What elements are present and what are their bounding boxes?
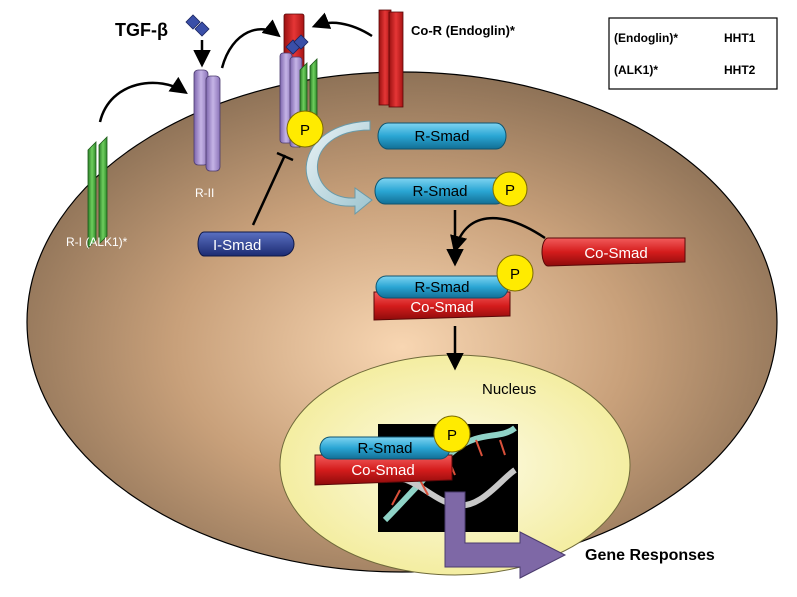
inhibition-line — [251, 154, 287, 226]
phospho-label-complex: P — [510, 266, 520, 283]
bound-ligand-icon — [285, 34, 309, 55]
endoglin-to-complex-arrow — [311, 12, 373, 38]
phospho-circle-nucleus — [433, 415, 471, 453]
legend-box — [608, 17, 778, 90]
r-smad-label-nucleus: R-Smad — [357, 440, 412, 457]
i-smad-label: I-Smad — [213, 237, 261, 254]
r-smad-shape-top — [377, 122, 507, 150]
gene-response-arrow — [444, 491, 567, 579]
tgf-beta-ligand-icon — [185, 14, 210, 37]
cosmad-join-arrow — [450, 216, 546, 254]
r-smad-label-complex: R-Smad — [414, 279, 469, 296]
receptor-r-ii — [193, 69, 221, 172]
r-smad-label-top: R-Smad — [414, 128, 469, 145]
phospho-label-nucleus: P — [447, 427, 457, 444]
r-smad-label-phos: R-Smad — [412, 183, 467, 200]
co-receptor-endoglin — [378, 9, 404, 108]
phospho-circle-rsmad — [492, 171, 528, 207]
co-smad-label-free: Co-Smad — [584, 245, 647, 262]
legend-row1-left: (Endoglin)* — [614, 31, 678, 45]
legend-row1-right: HHT1 — [724, 31, 756, 45]
phospho-label-rsmad: P — [505, 182, 515, 199]
legend-row2-left: (ALK1)* — [614, 63, 658, 77]
co-smad-shape-free — [541, 237, 686, 267]
r-ii-label: R-II — [195, 186, 214, 200]
rii-to-complex-arrow — [220, 19, 281, 69]
tgf-beta-label: TGF-β — [115, 20, 168, 40]
inhibition-bar — [276, 151, 294, 162]
nucleus-label: Nucleus — [482, 381, 536, 398]
phospho-circle-complex — [496, 254, 534, 292]
phospho-label-receptor: P — [300, 122, 310, 139]
legend-row2-right: HHT2 — [724, 63, 756, 77]
phospho-circle-receptor — [286, 110, 324, 148]
i-smad-shape — [197, 231, 295, 257]
recruit-ri-arrow — [98, 76, 188, 123]
co-smad-label-complex: Co-Smad — [410, 299, 473, 316]
gene-responses-label: Gene Responses — [585, 547, 715, 564]
receptor-r-i — [87, 136, 108, 249]
co-smad-label-nucleus: Co-Smad — [351, 462, 414, 479]
co-receptor-label: Co-R (Endoglin)* — [411, 23, 516, 38]
r-i-label: R-I (ALK1)* — [66, 235, 128, 249]
